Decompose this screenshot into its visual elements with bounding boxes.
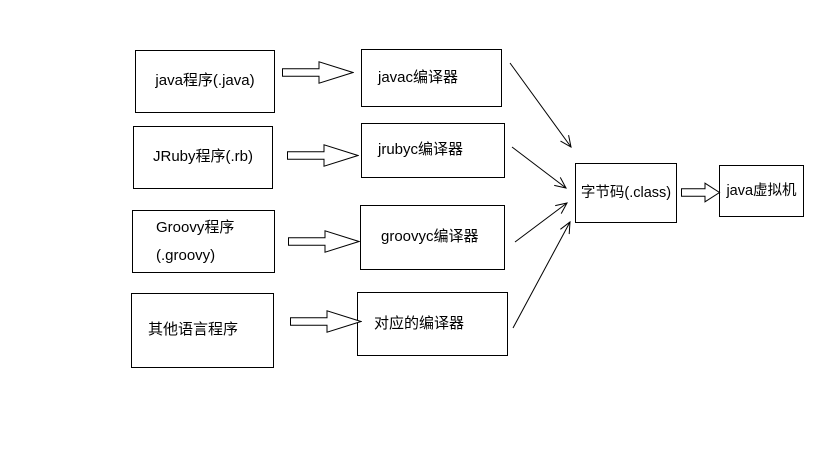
jvm-box: java虚拟机 [719,165,804,217]
compiler-box-generic: 对应的编译器 [357,292,508,356]
source-box-jruby: JRuby程序(.rb) [133,126,273,189]
connector-line-other-bytecode [512,220,571,329]
source-box-java: java程序(.java) [135,50,275,113]
bytecode-box: 字节码(.class) [575,163,677,223]
compiler-box-groovyc: groovyc编译器 [360,205,505,270]
block-arrow-icon-bytecode-jvm [681,182,721,203]
source-box-other: 其他语言程序 [131,293,274,368]
block-arrow-icon-row1 [282,61,354,84]
block-arrow-icon-row3 [288,230,360,253]
compiler-box-jrubyc: jrubyc编译器 [361,123,505,178]
connector-line-javac-bytecode [509,62,572,148]
connector-line-groovyc-bytecode [514,202,568,243]
compiler-box-javac: javac编译器 [361,49,502,107]
block-arrow-icon-row4 [290,310,362,333]
source-box-groovy: Groovy程序 (.groovy) [132,210,275,273]
connector-line-jrubyc-bytecode [511,146,567,189]
block-arrow-icon-row2 [287,144,359,167]
